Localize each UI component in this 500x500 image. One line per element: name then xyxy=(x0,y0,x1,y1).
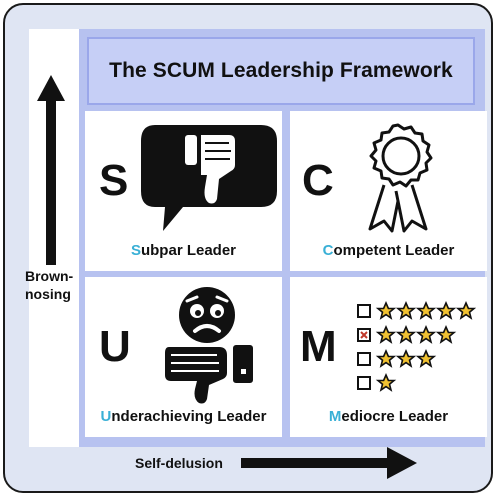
quadrant-label-subpar: Subpar Leader xyxy=(85,242,282,259)
thumbs-down-speech-bubble-icon xyxy=(141,125,277,231)
quadrant-underachieving: U Underachieving Leader xyxy=(85,277,282,437)
quadrant-label-underachieving: Underachieving Leader xyxy=(85,408,282,425)
label-initial: S xyxy=(130,242,141,259)
quadrant-competent: C Competent Leader xyxy=(290,111,487,271)
quadrant-label-mediocre: Mediocre Leader xyxy=(290,408,487,425)
y-axis-label-line2: nosing xyxy=(25,286,71,302)
y-axis-label-line1: Brown- xyxy=(25,268,74,284)
quadrant-subpar: S Subpar Leader xyxy=(85,111,282,271)
label-rest: nderachieving Leader xyxy=(111,408,267,425)
x-axis-arrow-icon xyxy=(241,447,417,479)
quadrant-grid: The SCUM Leadership Framework S Subpar L… xyxy=(79,29,487,447)
label-initial: C xyxy=(322,242,334,259)
label-initial: U xyxy=(100,408,112,425)
quadrant-letter-s: S xyxy=(99,156,129,205)
award-ribbon-icon xyxy=(368,123,433,233)
quadrant-letter-u: U xyxy=(99,322,131,371)
x-axis-label: Self-delusion xyxy=(135,455,223,471)
quadrant-label-competent: Competent Leader xyxy=(290,242,487,259)
star-rating-checklist-icon xyxy=(357,302,475,391)
label-rest: ubpar Leader xyxy=(140,242,237,259)
worried-face-thumbs-down-icon xyxy=(165,287,253,404)
label-rest: ediocre Leader xyxy=(341,408,449,425)
quadrant-letter-m: M xyxy=(300,322,337,371)
y-axis-label: Brown- nosing xyxy=(25,267,85,303)
y-axis-arrow-icon xyxy=(37,75,65,265)
label-initial: M xyxy=(328,408,342,425)
framework-frame: Brown- nosing The SCUM Leadership Framew… xyxy=(3,3,493,493)
label-rest: ompetent Leader xyxy=(333,242,455,259)
title-box: The SCUM Leadership Framework xyxy=(87,37,475,105)
quadrant-letter-c: C xyxy=(302,156,334,205)
page-title: The SCUM Leadership Framework xyxy=(109,59,453,82)
quadrant-mediocre: M Mediocre Leader xyxy=(290,277,487,437)
